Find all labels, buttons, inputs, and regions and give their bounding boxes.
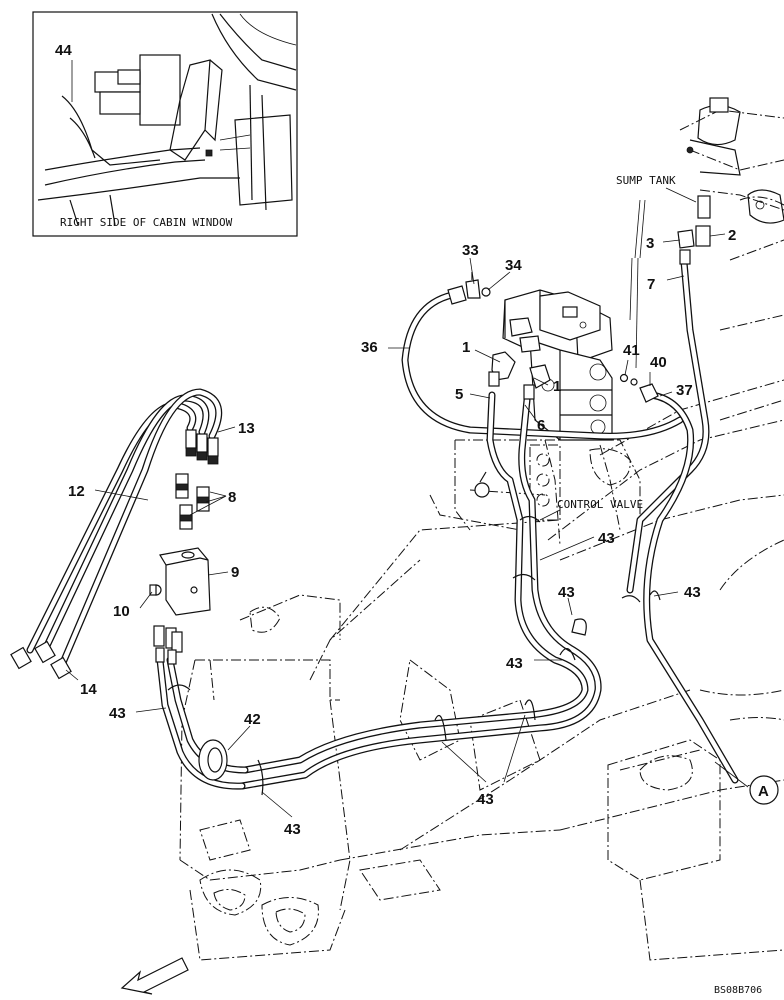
view-a-label: A: [758, 783, 769, 800]
part-label-2: 2: [728, 227, 736, 244]
sump-tank-label: SUMP TANK: [616, 174, 676, 187]
part-label-43b: 43: [284, 821, 301, 838]
inset-caption: RIGHT SIDE OF CABIN WINDOW: [60, 216, 233, 229]
part-label-43f: 43: [684, 584, 701, 601]
part-label-12: 12: [68, 483, 85, 500]
part-label-43a: 43: [109, 705, 126, 722]
inset-panel: 44 RIGHT SIDE OF CABIN WINDOW: [32, 11, 298, 237]
drawing-code: BS08B706: [714, 985, 762, 996]
part-label-42: 42: [244, 711, 261, 728]
part-label-8: 8: [228, 489, 236, 506]
part-label-1a: 1: [462, 339, 470, 356]
bracket: [149, 547, 211, 616]
part-label-33: 33: [462, 242, 479, 259]
view-a-callout: A: [749, 775, 779, 805]
part-label-40: 40: [650, 354, 667, 371]
hose-group: [26, 258, 739, 790]
machine-outline: [179, 109, 784, 961]
part-label-37: 37: [676, 382, 693, 399]
part-label-34: 34: [505, 257, 522, 274]
part-label-43g: 43: [598, 530, 615, 547]
callout-labels: 33 34 36 1 1 5 6 7 3 2 41 40 37 13 12 8 …: [68, 174, 736, 838]
leader-lines: [65, 187, 749, 818]
part-label-44: 44: [55, 42, 72, 59]
part-label-41: 41: [623, 342, 640, 359]
part-label-43d: 43: [506, 655, 523, 672]
part-label-5: 5: [455, 386, 463, 403]
grommet: [198, 739, 228, 781]
part-label-1b: 1: [553, 378, 561, 395]
part-label-9: 9: [231, 564, 239, 581]
fittings: [10, 195, 711, 680]
part-label-7: 7: [647, 276, 655, 293]
part-label-14: 14: [80, 681, 97, 698]
part-label-3: 3: [646, 235, 654, 252]
part-label-6: 6: [537, 417, 545, 434]
sump-tank-fitting: [686, 97, 784, 224]
part-label-43e: 43: [558, 584, 575, 601]
part-label-13: 13: [238, 420, 255, 437]
part-label-43c: 43: [477, 791, 494, 808]
hose-clamps: [167, 515, 661, 796]
front-direction-arrow: [120, 957, 189, 995]
control-valve-label: CONTROL VALVE: [557, 498, 643, 511]
part-label-36: 36: [361, 339, 378, 356]
control-valve-body: [474, 289, 631, 521]
part-label-10: 10: [113, 603, 130, 620]
